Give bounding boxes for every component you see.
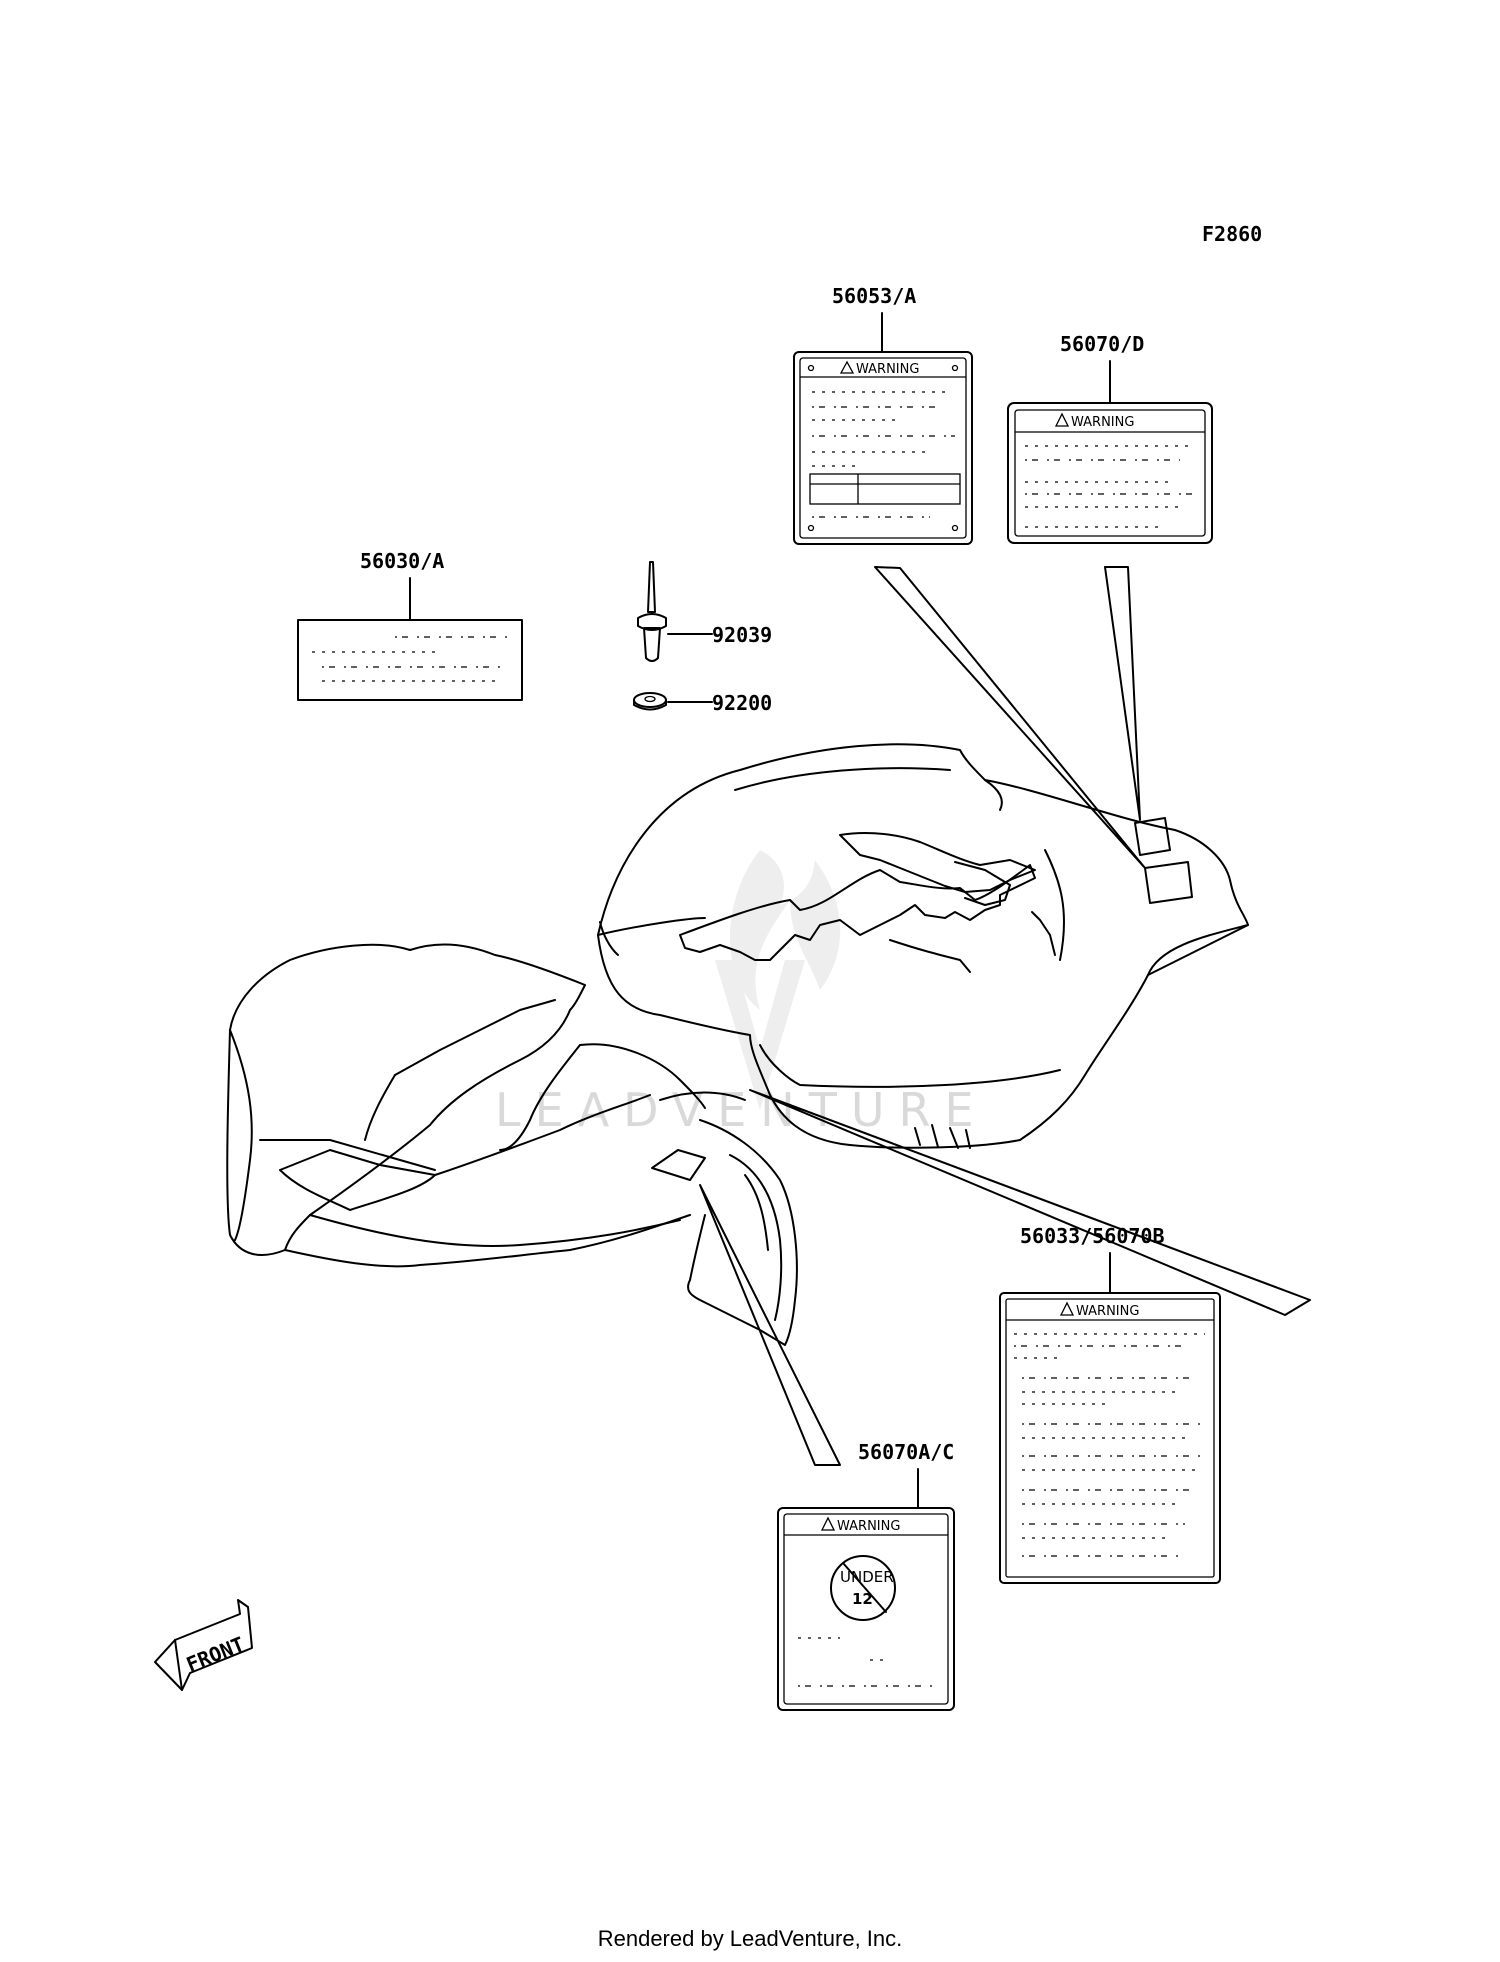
washer-92200: 92200 <box>633 691 772 715</box>
decal-patches <box>699 566 1311 1466</box>
footer-credit: Rendered by LeadVenture, Inc. <box>597 1926 903 1951</box>
warning-text-56053: WARNING <box>856 362 919 377</box>
part-number-56070ac: 56070A/C <box>858 1440 954 1464</box>
figure-code: F2860 <box>1202 222 1262 246</box>
front-arrow-icon: FRONT <box>154 1599 253 1691</box>
fender-assembly <box>226 743 1249 1346</box>
warning-text-56070ac: WARNING <box>837 1519 900 1534</box>
label-56030: 56030/A <box>297 549 523 701</box>
warning-text-56070d: WARNING <box>1071 415 1134 430</box>
label-56070ac: 56070A/C WARNING UNDER 12 <box>777 1440 955 1711</box>
under-age: 12 <box>852 1590 873 1608</box>
part-number-56030: 56030/A <box>360 549 444 573</box>
watermark-logo <box>715 850 841 1110</box>
warning-text-56033: WARNING <box>1076 1304 1139 1319</box>
part-number-56053: 56053/A <box>832 284 916 308</box>
part-number-92039: 92039 <box>712 623 772 647</box>
under-text: UNDER <box>840 1568 894 1586</box>
front-text: FRONT <box>183 1632 248 1677</box>
part-number-56033: 56033/56070B <box>1020 1224 1165 1248</box>
label-56070d: 56070/D WARNING <box>1007 332 1213 544</box>
label-56033: 56033/56070B WARNING <box>999 1224 1221 1584</box>
part-number-92200: 92200 <box>712 691 772 715</box>
watermark-text: LEADVENTURE <box>495 1083 988 1137</box>
part-number-56070d: 56070/D <box>1060 332 1144 356</box>
rivet-92039: 92039 <box>637 561 772 662</box>
label-56053: 56053/A WARNING <box>793 284 973 545</box>
